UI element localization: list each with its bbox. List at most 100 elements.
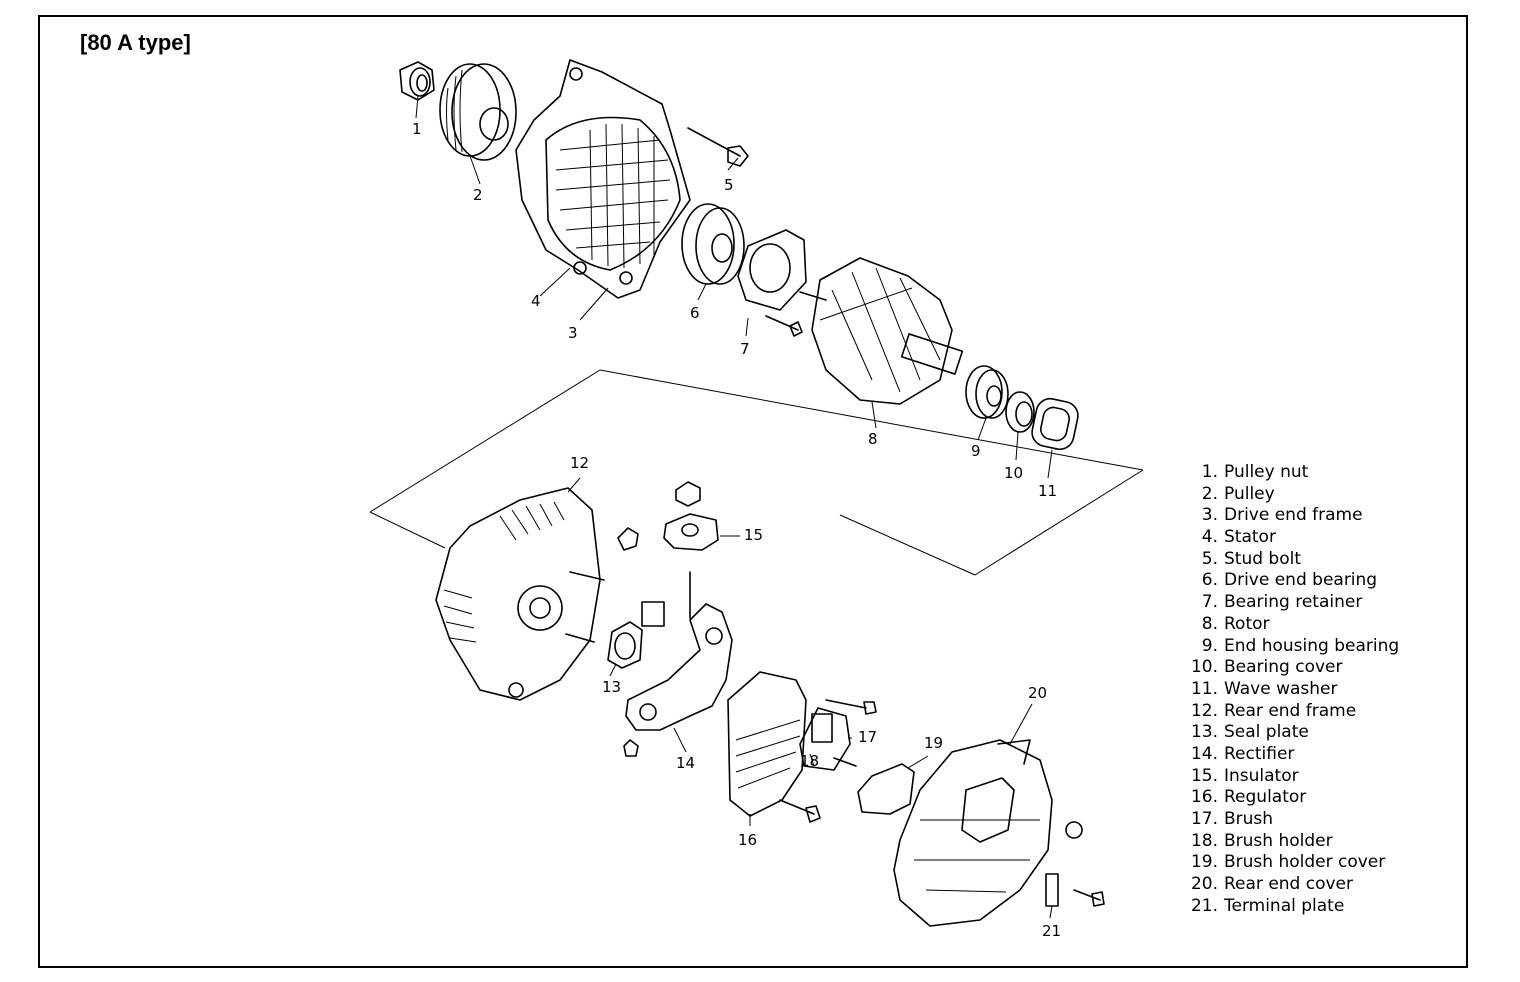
legend-item-label: Rotor bbox=[1224, 613, 1270, 634]
diagram-title: [80 A type] bbox=[80, 30, 191, 55]
legend-item-number: 3. bbox=[1201, 505, 1218, 526]
bearing-cover-part bbox=[1005, 391, 1035, 433]
legend-item-label: Rear end cover bbox=[1224, 874, 1354, 895]
callout-16: 16 bbox=[738, 831, 757, 849]
legend-item-number: 16. bbox=[1190, 787, 1218, 808]
legend-item-label: Bearing retainer bbox=[1224, 592, 1363, 613]
callout-4: 4 bbox=[531, 292, 541, 310]
legend-item-label: Brush holder cover bbox=[1224, 852, 1386, 873]
legend-item: 6. Drive end bearing bbox=[1186, 570, 1399, 592]
legend-item-number: 20. bbox=[1190, 874, 1218, 895]
legend-item: 15. Insulator bbox=[1186, 766, 1399, 788]
legend-item-number: 1. bbox=[1201, 462, 1218, 482]
end-housing-bearing-part bbox=[965, 365, 1009, 419]
pulley-nut-part bbox=[399, 61, 435, 101]
legend-item-number: 10. bbox=[1190, 657, 1218, 678]
seal-plate-part bbox=[607, 527, 643, 669]
legend-item: 8. Rotor bbox=[1186, 614, 1399, 636]
legend-item-number: 14. bbox=[1190, 743, 1218, 764]
brush-holder-cover-part bbox=[857, 763, 915, 815]
legend-item-number: 17. bbox=[1190, 809, 1218, 829]
legend-item: 14. Rectifier bbox=[1186, 744, 1399, 766]
stud-bolt-part bbox=[687, 127, 749, 167]
legend-item-number: 9. bbox=[1201, 635, 1218, 656]
callout-1: 1 bbox=[412, 120, 422, 138]
legend-item-number: 4. bbox=[1201, 527, 1218, 548]
legend-item: 1. Pulley nut bbox=[1186, 462, 1399, 484]
legend-item-label: Stud bolt bbox=[1224, 548, 1302, 569]
callout-12: 12 bbox=[570, 454, 589, 472]
legend-item: 16.Regulator bbox=[1186, 787, 1399, 809]
wave-washer-part bbox=[1031, 397, 1079, 451]
callout-11: 11 bbox=[1038, 482, 1057, 500]
legend-item-number: 11. bbox=[1190, 678, 1218, 699]
legend-item-label: Drive end frame bbox=[1224, 505, 1363, 526]
legend-item-number: 18. bbox=[1190, 830, 1218, 851]
legend-item: 7. Bearing retainer bbox=[1186, 592, 1399, 614]
callout-10: 10 bbox=[1004, 464, 1023, 482]
legend-item-number: 13. bbox=[1190, 722, 1218, 743]
legend-item: 21. Terminal plate bbox=[1186, 896, 1399, 918]
callout-15: 15 bbox=[744, 526, 763, 544]
legend-item-number: 12. bbox=[1190, 700, 1218, 721]
legend-item-number: 19. bbox=[1190, 852, 1218, 873]
legend-item-label: Brush bbox=[1224, 809, 1274, 829]
legend-item-label: End housing bearing bbox=[1224, 635, 1400, 656]
callout-8: 8 bbox=[868, 430, 878, 448]
legend-item-number: 5. bbox=[1201, 548, 1218, 569]
callout-7: 7 bbox=[740, 340, 750, 358]
legend-item-label: Wave washer bbox=[1224, 678, 1338, 699]
regulator-part bbox=[727, 671, 821, 823]
legend-item: 20. Rear end cover bbox=[1186, 874, 1399, 896]
callout-6: 6 bbox=[690, 304, 700, 322]
assembly-guide-lines bbox=[369, 369, 1144, 576]
insulator-part bbox=[663, 481, 719, 551]
legend-item-number: 21. bbox=[1190, 895, 1218, 916]
pulley-part bbox=[439, 63, 517, 161]
callout-18: 18 bbox=[800, 752, 819, 770]
callout-17: 17 bbox=[858, 728, 877, 746]
callout-2: 2 bbox=[473, 186, 483, 204]
legend-item-number: 15. bbox=[1190, 765, 1218, 786]
legend-item: 9. End housing bearing bbox=[1186, 636, 1399, 658]
rear-end-frame-part bbox=[435, 487, 605, 701]
diagram-frame bbox=[38, 15, 1468, 968]
brush-holder-part bbox=[799, 699, 877, 771]
legend-item: 2. Pulley bbox=[1186, 484, 1399, 506]
rear-end-cover-part bbox=[893, 739, 1083, 927]
callout-9: 9 bbox=[971, 442, 981, 460]
legend-item: 10.Bearing cover bbox=[1186, 657, 1399, 679]
legend-item-number: 8. bbox=[1201, 613, 1218, 634]
legend-item-label: Terminal plate bbox=[1224, 895, 1345, 916]
legend-item-number: 6. bbox=[1201, 570, 1218, 591]
callout-leader-lines bbox=[415, 95, 1053, 919]
callout-5: 5 bbox=[724, 176, 734, 194]
legend-item-label: Brush holder bbox=[1224, 830, 1333, 851]
legend-item-number: 2. bbox=[1201, 483, 1218, 504]
legend-item: 12. Rear end frame bbox=[1186, 701, 1399, 723]
legend-item-number: 7. bbox=[1201, 592, 1218, 613]
legend-item-label: Seal plate bbox=[1224, 722, 1309, 743]
legend-item: 3. Drive end frame bbox=[1186, 505, 1399, 527]
drive-end-frame-part bbox=[515, 59, 691, 299]
callout-21: 21 bbox=[1042, 922, 1061, 940]
legend-item-label: Stator bbox=[1224, 527, 1276, 548]
legend-item-label: Rear end frame bbox=[1224, 700, 1357, 721]
legend-item-label: Pulley bbox=[1224, 483, 1275, 504]
parts-legend: 1. Pulley nut 2. Pulley 3. Drive end frame 4. S… bbox=[1186, 462, 1399, 917]
terminal-plate-part bbox=[1045, 873, 1105, 907]
legend-item: 19. Brush holder cover bbox=[1186, 852, 1399, 874]
legend-item: 18. Brush holder bbox=[1186, 831, 1399, 853]
callout-19: 19 bbox=[924, 734, 943, 752]
legend-item: 13. Seal plate bbox=[1186, 722, 1399, 744]
legend-item-label: Rectifier bbox=[1224, 743, 1295, 764]
callout-14: 14 bbox=[676, 754, 695, 772]
callout-13: 13 bbox=[602, 678, 621, 696]
legend-item-label: Drive end bearing bbox=[1224, 570, 1378, 591]
legend-item-label: Insulator bbox=[1224, 765, 1299, 786]
rectifier-part bbox=[623, 571, 733, 757]
legend-item-label: Pulley nut bbox=[1224, 462, 1309, 482]
legend-item: 17. Brush bbox=[1186, 809, 1399, 831]
drive-end-bearing-part bbox=[681, 203, 745, 285]
